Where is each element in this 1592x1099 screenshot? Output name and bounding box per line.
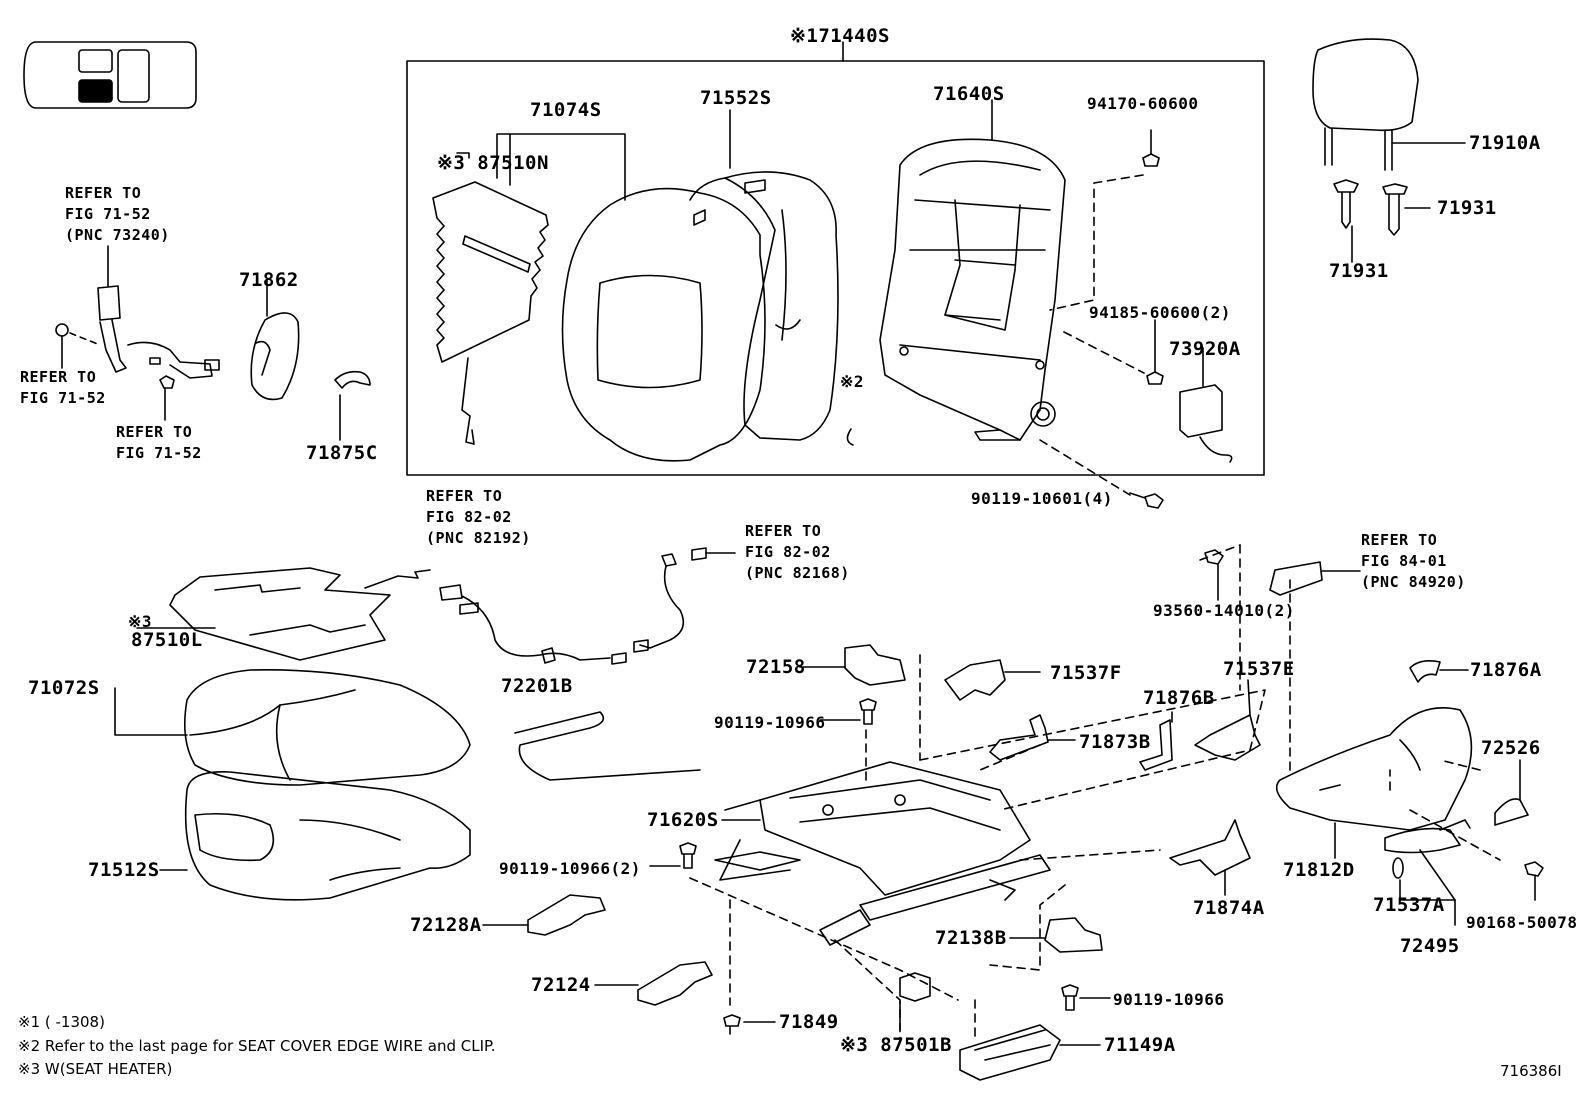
part-71620S: 71620S [647,809,719,831]
shield-71812D [1275,707,1473,859]
part-90119-10966-2: 90119-10966(2) [499,859,641,878]
sensor-87501B [899,972,931,1031]
cover-71537F [944,659,1041,701]
cushion-heater-pad [136,567,431,661]
bolt-90119-b [1061,984,1111,1011]
part-72526: 72526 [1481,737,1541,759]
frame-fasteners [1039,129,1233,509]
bracket-72158 [799,644,906,725]
part-71537F: 71537F [1050,662,1122,684]
part-71149A: 71149A [1104,1034,1176,1056]
seat-heater-harness [439,547,736,665]
lever-72495 [1384,819,1544,926]
assembly-guide-lines [689,544,1501,1041]
part-72124: 72124 [531,974,591,996]
seat-frame [714,761,1051,946]
cover-71149A [959,1024,1101,1081]
note-2-mark: ※2 [840,372,865,391]
seatback-cushion [689,109,839,441]
assembly-label: ※171440S [790,25,890,47]
part-71849: 71849 [779,1011,839,1033]
part-94185-60600: 94185-60600(2) [1089,303,1231,322]
part-72201B: 72201B [501,675,573,697]
part-72495: 72495 [1400,935,1460,957]
seatback-heater-pad [432,133,626,445]
part-87510N: ※3 87510N [437,152,549,174]
footnote-1: ※1 ( -1308) [18,1013,105,1031]
bolt-90119-2 [649,842,697,869]
edge-wire [514,711,701,781]
part-72138B: 72138B [935,927,1007,949]
cover-72124 [594,961,713,1006]
part-71931-right: 71931 [1437,197,1497,219]
part-71072S: 71072S [28,677,100,699]
part-71537E: 71537E [1223,658,1295,680]
part-73920A: 73920A [1169,338,1241,360]
part-90119-10966-a: 90119-10966 [714,713,826,732]
part-87510L: 87510L [131,629,203,651]
bracket-72138B [1009,917,1103,953]
footnote-3: ※3 W(SEAT HEATER) [18,1060,173,1078]
part-71931-left: 71931 [1329,260,1389,282]
bracket-71873B [989,714,1076,761]
part-90119-10601: 90119-10601(4) [971,489,1113,508]
part-71910A: 71910A [1469,132,1541,154]
knob-72526 [1494,759,1529,826]
part-90119-10966-b: 90119-10966 [1113,990,1225,1009]
part-72128A: 72128A [410,914,482,936]
cover-71537E [1194,679,1261,761]
seatback-cover [561,187,766,462]
seatback-assembly-box [406,41,1265,476]
part-93560-14010: 93560-14010(2) [1153,601,1295,620]
seat-position-icon [23,41,197,109]
part-94170-60600: 94170-60600 [1087,94,1199,113]
part-71512S: 71512S [88,859,160,881]
part-71552S: 71552S [700,87,772,109]
part-71876A: 71876A [1470,659,1542,681]
part-71873B: 71873B [1079,731,1151,753]
part-71074S: 71074S [530,99,602,121]
clip-71849 [723,1014,776,1035]
bracket-71874A [1169,819,1251,896]
part-87501B: ※3 87501B [840,1034,952,1056]
part-71812D: 71812D [1283,859,1355,881]
part-71862: 71862 [239,269,299,291]
part-71537A: 71537A [1373,894,1445,916]
cover-72128A [482,894,606,936]
part-72158: 72158 [746,656,806,678]
cover-71876A [1409,660,1469,683]
seat-cushion-pad [159,771,471,901]
footnote-2: ※2 Refer to the last page for SEAT COVER… [18,1037,496,1055]
part-71874A: 71874A [1193,897,1265,919]
edge-wire-clip [846,428,854,446]
seatback-frame [879,99,1066,441]
part-71640S: 71640S [933,83,1005,105]
seat-cushion-cover [114,669,471,786]
cover-71876B [1139,711,1173,771]
note-3-mark-87510L: ※3 [128,612,153,631]
headrest-group [1312,38,1466,263]
side-cover-parts [250,279,371,441]
part-90168-50078: 90168-50078 [1466,913,1578,932]
part-71876B: 71876B [1143,687,1215,709]
diagram-id: 716386I [1500,1062,1562,1080]
belt-buckle [55,245,220,421]
part-71875C: 71875C [306,442,378,464]
switch-84920 [1204,549,1361,601]
